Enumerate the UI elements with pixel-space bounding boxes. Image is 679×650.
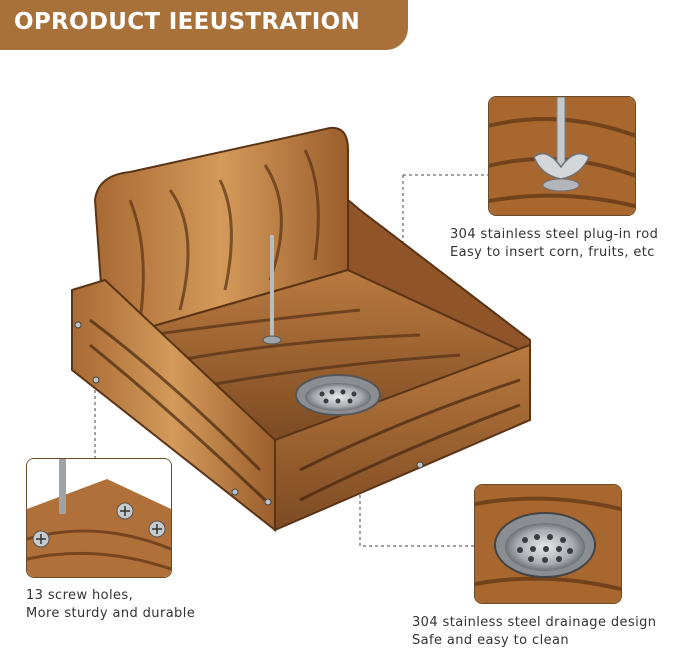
banner-title: OPRODUCT IEEUSTRATION (14, 9, 360, 35)
screw-caption-line2: More sturdy and durable (26, 606, 196, 621)
title-banner: OPRODUCT IEEUSTRATION (0, 0, 408, 50)
right-front-wall (274, 343, 531, 532)
drain-caption-line1: 304 stainless steel drainage design (412, 615, 657, 630)
rod-detail-inset (488, 96, 636, 216)
drain-caption: 304 stainless steel drainage design Safe… (412, 614, 656, 650)
drain-mesh (305, 383, 371, 411)
rod-caption-line1: 304 stainless steel plug-in rod (450, 227, 659, 242)
screw-caption-line1: 13 screw holes, (26, 588, 134, 603)
back-panel (93, 126, 349, 342)
wing-nut-icon (533, 152, 590, 180)
rod-caption: 304 stainless steel plug-in rod Easy to … (450, 226, 658, 262)
wooden-feeder-tray-illustration (71, 126, 531, 533)
drain-detail-inset (474, 484, 622, 604)
drain-caption-line2: Safe and easy to clean (412, 633, 570, 648)
rod-caption-line2: Easy to insert corn, fruits, etc (450, 245, 655, 260)
screw-detail-inset (26, 458, 172, 578)
screw-caption: 13 screw holes, More sturdy and durable (26, 587, 195, 623)
drain-connector (359, 405, 474, 547)
screw-head-icons (32, 502, 166, 548)
